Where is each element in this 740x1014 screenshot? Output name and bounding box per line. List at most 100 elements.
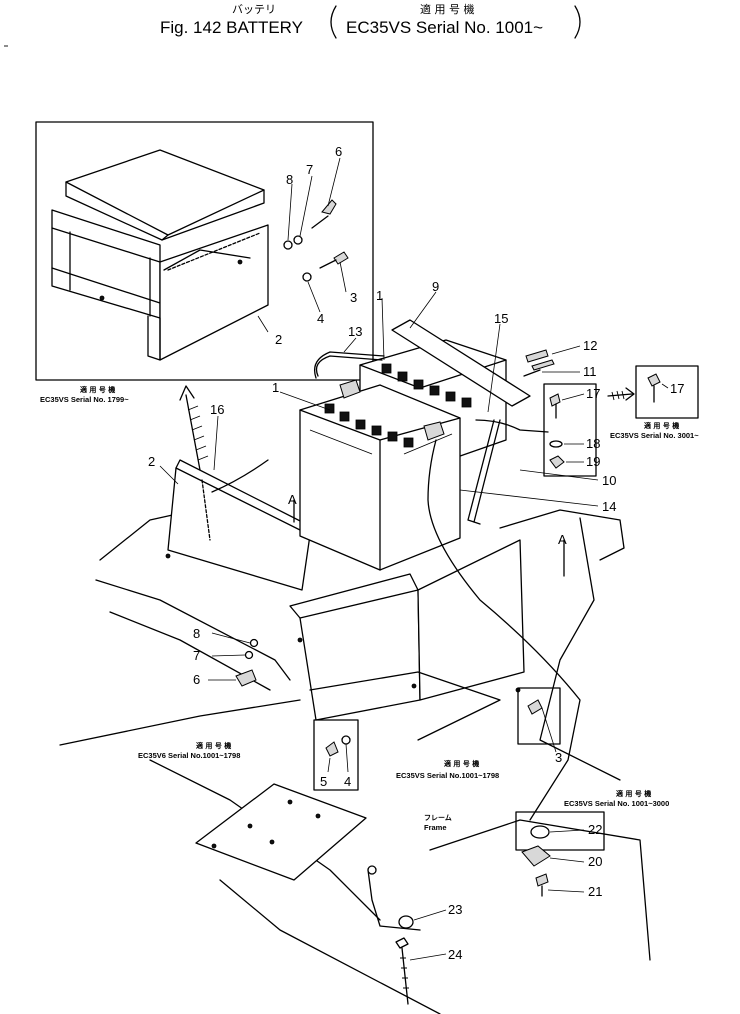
callout-1b: 1 (272, 380, 279, 395)
svg-text:適 用 号 機: 適 用 号 機 (80, 385, 115, 394)
cable-15 (475, 419, 549, 433)
tray-side (417, 539, 525, 701)
rear-battery-caps (381, 363, 472, 408)
arrow-to-3001 (607, 387, 635, 401)
detail-box-22 (515, 811, 605, 851)
cable-16 (211, 459, 269, 493)
callout-1: 1 (376, 288, 383, 303)
callout-11: 11 (583, 364, 597, 379)
pin-11 (523, 369, 541, 377)
svg-text:適 用 号 機: 適 用 号 機 (196, 741, 231, 750)
title-jp: バッテリ (232, 3, 276, 16)
bolt-3 (527, 699, 543, 715)
callout-14: 14 (602, 499, 616, 514)
callout-17: 17 (586, 386, 600, 401)
callout-5: 5 (320, 774, 327, 789)
holddown-rod (467, 419, 495, 525)
svg-text:EC35VS Serial No. 1799~: EC35VS Serial No. 1799~ (40, 395, 129, 404)
washer-7 (244, 650, 254, 660)
wing-bolt-6 (235, 669, 257, 687)
callout-23: 23 (448, 902, 462, 917)
callout-15: 15 (494, 311, 508, 326)
callout-21: 21 (588, 884, 602, 899)
callout-7: 7 (306, 162, 313, 177)
note-vs-1001-1798: 適 用 号 機 EC35VS Serial No.1001~1798 (396, 759, 499, 780)
frame-label: Frame (424, 823, 447, 832)
bolt-21 (535, 873, 549, 887)
note-v6-1001-1798: 適 用 号 機 EC35V6 Serial No.1001~1798 (138, 741, 240, 760)
battery-tray: A (165, 459, 525, 741)
bolt-3-inset (333, 251, 349, 265)
nut-5 (325, 741, 339, 757)
svg-text:EC35VS Serial No.1001~1798: EC35VS Serial No.1001~1798 (396, 771, 499, 780)
svg-text:適 用 号 機: 適 用 号 機 (444, 759, 479, 768)
callout-2b: 2 (148, 454, 155, 469)
cover-top (65, 149, 265, 236)
cable-tie-24 (395, 937, 409, 949)
ground-cable (367, 869, 421, 931)
callout-4: 4 (317, 311, 324, 326)
frame-label-jp: フレーム (424, 814, 452, 822)
floor-plate (195, 783, 367, 881)
callout-24: 24 (448, 947, 462, 962)
washer-4-inset (302, 272, 312, 282)
callout-6: 6 (335, 144, 342, 159)
close-paren (574, 5, 581, 39)
washer-4 (341, 735, 351, 745)
clamp-20 (521, 845, 551, 867)
view-marker-a-right: A (558, 532, 567, 547)
washer-8 (249, 638, 259, 648)
terminal-right (423, 421, 445, 441)
callout-16: 16 (210, 402, 224, 417)
callout-9: 9 (432, 279, 439, 294)
inset-arrow (179, 385, 201, 471)
svg-text:EC35VS Serial No. 3001~: EC35VS Serial No. 3001~ (610, 431, 699, 440)
washer-7-inset (293, 235, 303, 245)
view-marker-a-left: A (288, 492, 297, 507)
detail-box-17-3001 (635, 365, 699, 419)
clip-12 (525, 349, 549, 363)
holddown-bar (391, 319, 531, 407)
svg-text:EC35VS Serial No. 1001~3000: EC35VS Serial No. 1001~3000 (564, 799, 669, 808)
terminal-left (339, 379, 361, 399)
cable-13 (313, 351, 385, 379)
inset-frame (35, 121, 374, 381)
washer-18 (549, 440, 563, 448)
bolt-17 (549, 393, 561, 407)
note-1001-3000: 適 用 号 機 EC35VS Serial No. 1001~3000 (564, 789, 669, 808)
callout-10: 10 (602, 473, 616, 488)
collar-22 (530, 825, 550, 839)
front-battery-caps (324, 403, 414, 448)
title-serial-jp: 適 用 号 機 (420, 2, 475, 16)
detail-box-17-19 (543, 383, 597, 477)
grommet-23 (398, 915, 414, 929)
cable-14 (427, 439, 581, 821)
callout-4b: 4 (344, 774, 351, 789)
svg-text:適 用 号 機: 適 用 号 機 (616, 789, 651, 798)
callout-13: 13 (348, 324, 362, 339)
detail-box-3 (517, 687, 561, 745)
callout-8: 8 (286, 172, 293, 187)
callout-3b: 3 (555, 750, 562, 765)
washer-8-inset (283, 240, 293, 250)
title-serial: EC35VS Serial No. 1001~ (346, 18, 543, 37)
title-block: バッテリ Fig. 142 BATTERY 適 用 号 機 EC35VS Ser… (160, 2, 581, 39)
callout-17b: 17 (670, 381, 684, 396)
callout-2: 2 (275, 332, 282, 347)
title-en: Fig. 142 BATTERY (160, 18, 303, 37)
nut-19 (549, 455, 565, 469)
callout-18: 18 (586, 436, 600, 451)
battery-front (299, 379, 461, 571)
note-3001: 適 用 号 機 EC35VS Serial No. 3001~ (610, 421, 699, 440)
detail-box-5-4 (313, 719, 359, 791)
bolt-17-3001 (647, 373, 661, 387)
callout-6b: 6 (193, 672, 200, 687)
tray-front (299, 589, 421, 721)
callout-3: 3 (350, 290, 357, 305)
cover-side (159, 224, 269, 361)
svg-text:適 用 号 機: 適 用 号 機 (644, 421, 679, 430)
inset-cover-detail: 6 7 8 3 4 2 (35, 121, 374, 381)
callout-19: 19 (586, 454, 600, 469)
callout-8b: 8 (193, 626, 200, 641)
